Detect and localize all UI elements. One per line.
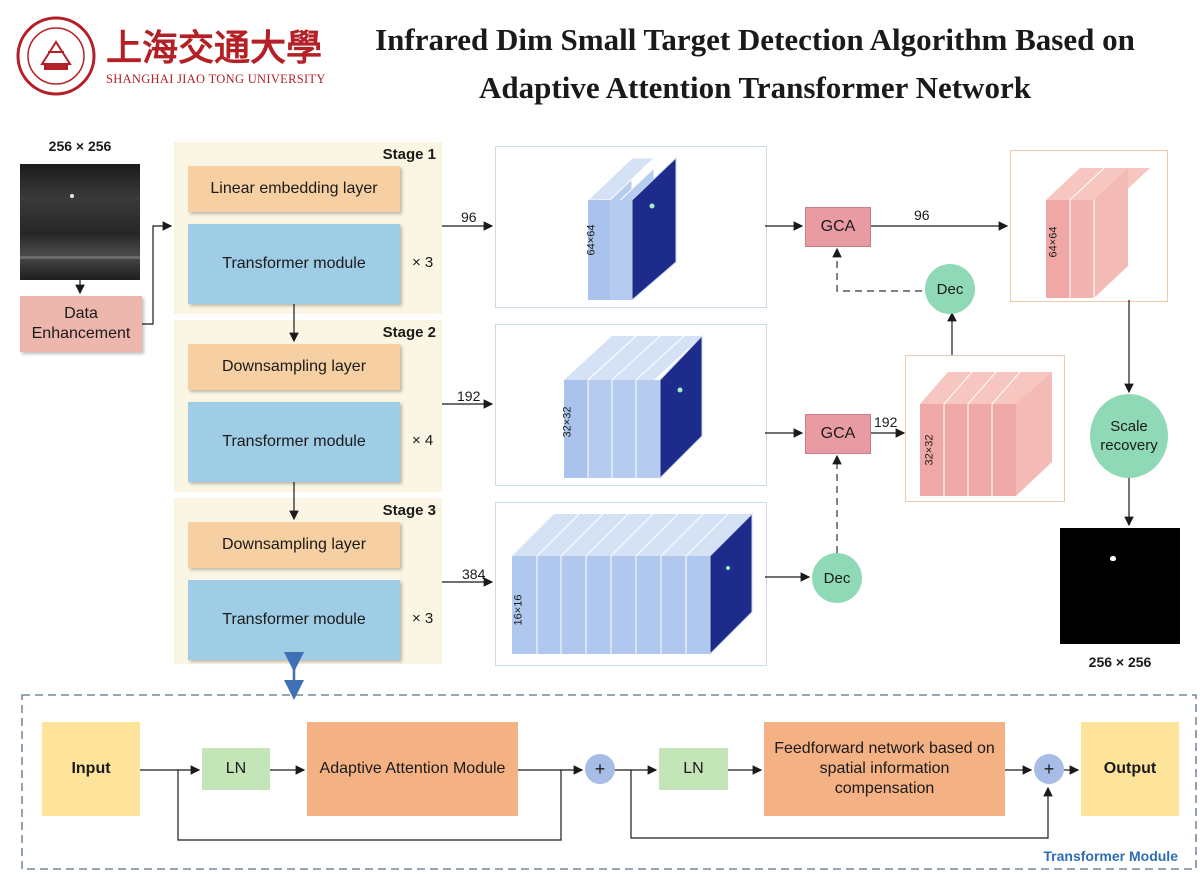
decoder-block-1: Dec <box>925 264 975 314</box>
stage2-label: Stage 2 <box>382 324 436 341</box>
input-size-label: 256 × 256 <box>48 138 112 154</box>
decoder-block-2: Dec <box>812 553 862 603</box>
gca-block-1: GCA <box>805 207 871 247</box>
page-title-line2: Adaptive Attention Transformer Network <box>479 70 1031 105</box>
gca1-out-channels: 96 <box>914 207 930 223</box>
stage1-module-label: Transformer module <box>222 255 366 272</box>
logo-chinese-text: 上海交通大學 <box>106 27 322 69</box>
pink-stack-32 <box>920 371 1052 496</box>
stage2-feature-stack <box>564 334 703 480</box>
tm-ln-1: LN <box>202 748 270 790</box>
stage3-downsampling-layer: Downsampling layer <box>188 522 400 568</box>
stage1-embedding-layer: Linear embedding layer <box>188 166 400 212</box>
stage2-repeat: × 4 <box>412 432 434 449</box>
stage3-module-label: Transformer module <box>222 611 366 628</box>
gca2-label: GCA <box>820 425 856 442</box>
pink-stack-64 <box>1046 167 1150 298</box>
data-enhancement-box: Data Enhancement <box>20 296 142 352</box>
stage3-layer-label: Downsampling layer <box>221 536 367 553</box>
stage1-channels: 96 <box>461 209 477 225</box>
gca1-label: GCA <box>820 218 856 235</box>
stage1-layer-label: Linear embedding layer <box>210 180 378 197</box>
tm-input-box: Input <box>42 722 140 816</box>
transformer-module-title: Transformer Module <box>1043 848 1178 864</box>
output-mask-image <box>1060 528 1180 644</box>
gca-block-2: GCA <box>805 414 871 454</box>
tm-ln-2: LN <box>659 748 728 790</box>
stage3-feature-stack <box>512 512 753 656</box>
stage1-feature-size: 64×64 <box>585 224 598 256</box>
stage1-feature-stack <box>586 156 677 302</box>
tm-input-label: Input <box>71 760 111 777</box>
stage2-downsampling-layer: Downsampling layer <box>188 344 400 390</box>
tm-plus2-label: + <box>1043 758 1055 779</box>
pink1-feature-size: 64×64 <box>1047 226 1060 258</box>
scale-recovery-block: Scale recovery <box>1090 394 1168 478</box>
stage2-module-label: Transformer module <box>222 433 366 450</box>
input-infrared-image <box>20 164 140 280</box>
tm-feedforward-network: Feedforward network based on spatial inf… <box>764 722 1005 816</box>
stage1-repeat: × 3 <box>412 254 434 271</box>
dec2-label: Dec <box>823 569 851 587</box>
stage3-repeat: × 3 <box>412 610 434 627</box>
stage3-label: Stage 3 <box>382 502 436 519</box>
output-size-label: 256 × 256 <box>1088 654 1152 670</box>
stage1-transformer-module: Transformer module <box>188 224 400 304</box>
scale-recovery-label: Scale recovery <box>1100 418 1158 454</box>
tm-add-2: + <box>1034 754 1064 784</box>
stage1-label: Stage 1 <box>382 146 436 163</box>
stage2-feature-size: 32×32 <box>561 406 574 438</box>
logo-seal-icon: 上海交通大學 <box>16 16 322 96</box>
tm-ffn-label: Feedforward network based on spatial inf… <box>774 740 995 797</box>
data-enhancement-label: Data Enhancement <box>31 305 131 342</box>
tm-ln1-label: LN <box>225 760 247 777</box>
tm-output-label: Output <box>1103 760 1157 777</box>
stage2-transformer-module: Transformer module <box>188 402 400 482</box>
stage3-transformer-module: Transformer module <box>188 580 400 660</box>
tm-plus1-label: + <box>594 758 606 779</box>
stage2-layer-label: Downsampling layer <box>221 358 367 375</box>
logo-english-text: SHANGHAI JIAO TONG UNIVERSITY <box>106 72 326 86</box>
tm-add-1: + <box>585 754 615 784</box>
transformer-module-frame <box>21 694 1197 870</box>
university-logo: 上海交通大學 SHANGHAI JIAO TONG UNIVERSITY <box>14 12 326 102</box>
tm-adaptive-attention-module: Adaptive Attention Module <box>307 722 518 816</box>
stage3-feature-size: 16×16 <box>512 594 525 626</box>
page-title-line1: Infrared Dim Small Target Detection Algo… <box>375 22 1135 57</box>
stage3-channels: 384 <box>462 566 486 582</box>
tm-output-box: Output <box>1081 722 1179 816</box>
gca2-out-channels: 192 <box>874 414 898 430</box>
stage2-channels: 192 <box>457 388 481 404</box>
tm-ln2-label: LN <box>683 760 704 777</box>
dec1-label: Dec <box>936 280 964 298</box>
pink2-feature-size: 32×32 <box>923 434 936 466</box>
tm-attention-label: Adaptive Attention Module <box>319 760 506 777</box>
